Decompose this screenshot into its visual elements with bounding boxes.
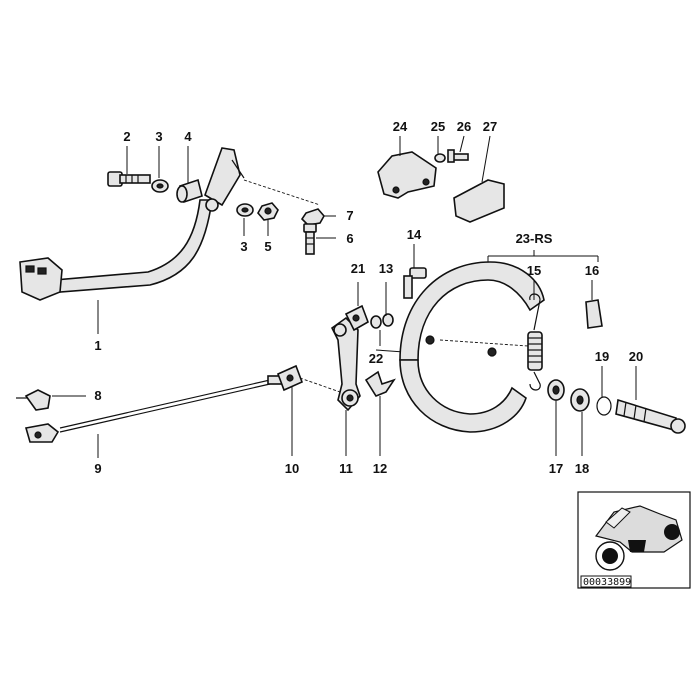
label-23-rs: 23-RS <box>516 231 553 246</box>
label-21: 21 <box>351 261 365 276</box>
label-18: 18 <box>575 461 589 476</box>
label-17: 17 <box>549 461 563 476</box>
inset-thumbnail: 00033899 <box>577 491 691 589</box>
label-1: 1 <box>94 338 101 353</box>
part-14-bolt <box>403 267 427 299</box>
label-20: 20 <box>629 349 643 364</box>
part-3-washer-second <box>236 203 254 217</box>
part-25-washer <box>434 153 446 163</box>
label-12: 12 <box>373 461 387 476</box>
label-11: 11 <box>339 461 353 476</box>
part-22-leader <box>375 349 405 353</box>
label-25: 25 <box>431 119 445 134</box>
part-2-bolt <box>107 171 151 187</box>
label-5: 5 <box>264 239 271 254</box>
reference-box <box>580 575 632 588</box>
part-1-brake-pedal <box>19 147 245 301</box>
label-24: 24 <box>393 119 408 134</box>
label-6: 6 <box>346 231 353 246</box>
label-22: 22 <box>369 351 383 366</box>
leader-lines <box>52 135 637 458</box>
label-3-second: 3 <box>240 239 247 254</box>
label-15: 15 <box>527 263 541 278</box>
part-27-pad <box>453 179 505 223</box>
label-2: 2 <box>123 129 130 144</box>
part-7-nut <box>243 179 325 226</box>
label-14: 14 <box>407 227 422 242</box>
part-5-nut <box>257 202 279 221</box>
motorcycle-icon <box>594 505 683 571</box>
label-8: 8 <box>94 388 101 403</box>
label-26: 26 <box>457 119 471 134</box>
label-19: 19 <box>595 349 609 364</box>
label-7: 7 <box>346 208 353 223</box>
label-3: 3 <box>155 129 162 144</box>
part-17-washer <box>547 379 565 401</box>
part-11-cam-lever <box>330 316 361 412</box>
part-18-washer <box>570 388 590 412</box>
part-10-adjusting-nut <box>276 364 341 393</box>
part-26-screw <box>447 149 469 163</box>
part-9-brake-rod <box>24 375 283 443</box>
part-4-bushing <box>176 178 203 204</box>
label-10: 10 <box>285 461 299 476</box>
part-20-axle <box>615 398 686 434</box>
label-16: 16 <box>585 263 599 278</box>
part-21-lever <box>344 304 369 332</box>
part-8-clip <box>16 389 51 411</box>
label-4: 4 <box>184 129 192 144</box>
part-6-bolt <box>303 223 317 255</box>
label-9: 9 <box>94 461 101 476</box>
part-labels: 2 3 4 3 5 7 6 1 8 9 10 11 12 13 14 21 22… <box>94 119 643 476</box>
part-16-pin <box>585 299 603 329</box>
part-13-washer <box>370 313 394 329</box>
reference-number: 00033899 <box>583 577 631 588</box>
label-13: 13 <box>379 261 393 276</box>
part-19-ring <box>596 396 612 416</box>
part-24-bracket <box>377 151 437 199</box>
label-27: 27 <box>483 119 497 134</box>
part-23-brake-shoes <box>399 250 599 433</box>
part-15-spring <box>527 293 543 391</box>
part-3-washer <box>151 179 169 193</box>
part-12-wing-nut <box>364 370 396 397</box>
